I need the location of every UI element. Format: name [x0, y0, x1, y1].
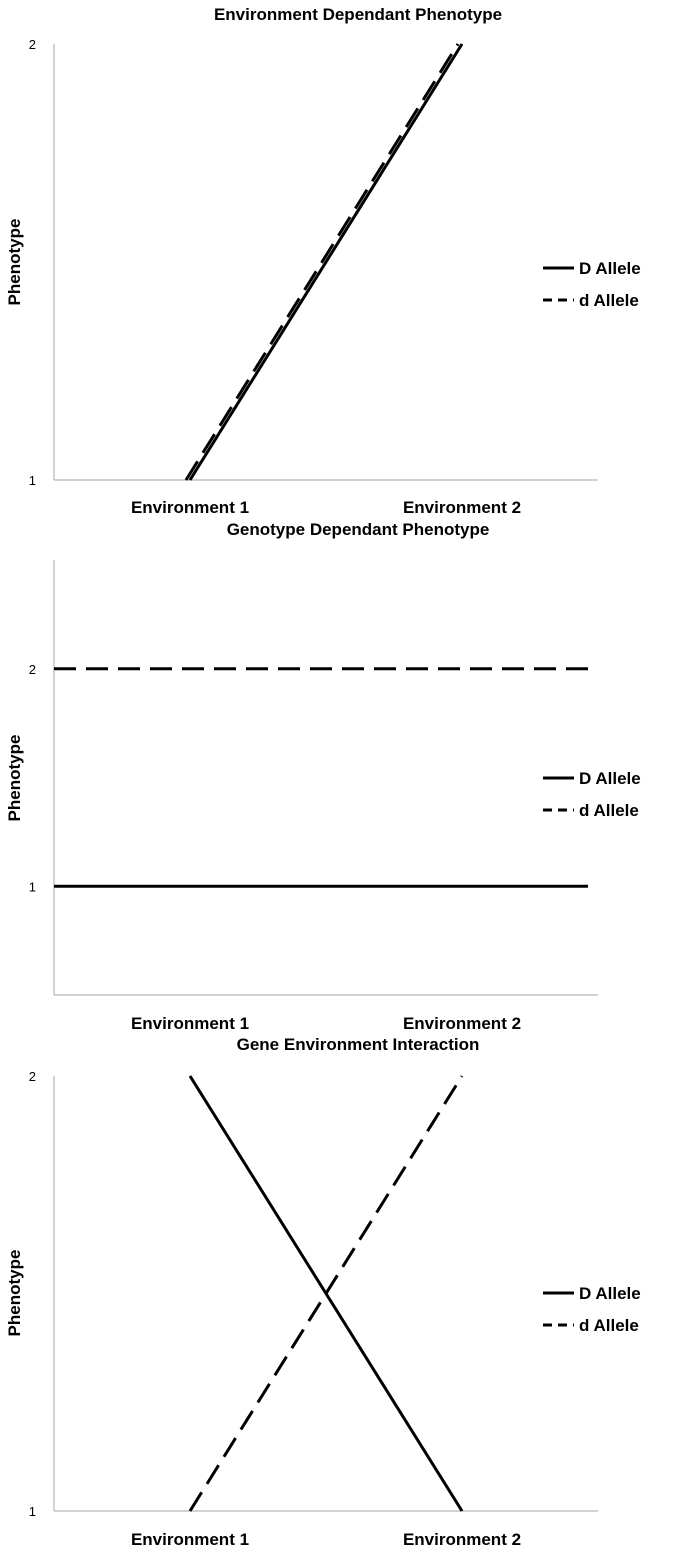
y-tick-label: 1 — [29, 1504, 36, 1519]
y-tick-label: 2 — [29, 37, 36, 52]
series-line-d-allele — [188, 43, 464, 481]
chart-panel-2: Genotype Dependant Phenotype 1 2PhenotypeE… — [5, 520, 641, 1033]
legend-label: D Allele — [579, 769, 641, 788]
y-tick-label: 2 — [29, 662, 36, 677]
legend-label: d Allele — [579, 291, 639, 310]
legend-label: d Allele — [579, 1316, 639, 1335]
x-tick-label: Environment 2 — [403, 1014, 521, 1033]
chart-panel-3: Gene Environment Interaction 1 2PhenotypeE… — [5, 1035, 641, 1549]
legend-label: D Allele — [579, 259, 641, 278]
chart-panel-1: Environment Dependant Phenotype 1 2Phenoty… — [5, 5, 641, 517]
legend-label: d Allele — [579, 801, 639, 820]
x-tick-label: Environment 1 — [131, 1014, 249, 1033]
y-axis-label: Phenotype — [5, 219, 24, 306]
legend-label: D Allele — [579, 1284, 641, 1303]
x-tick-label: Environment 2 — [403, 498, 521, 517]
series-line-d-allele — [184, 43, 460, 481]
chart-title: Genotype Dependant Phenotype — [227, 520, 490, 539]
y-axis-label: Phenotype — [5, 735, 24, 822]
x-tick-label: Environment 1 — [131, 1530, 249, 1549]
x-tick-label: Environment 1 — [131, 498, 249, 517]
chart-title: Gene Environment Interaction — [237, 1035, 480, 1054]
y-tick-label: 2 — [29, 1069, 36, 1084]
y-tick-label: 1 — [29, 473, 36, 488]
y-tick-label: 1 — [29, 879, 36, 894]
chart-title: Environment Dependant Phenotype — [214, 5, 502, 24]
x-tick-label: Environment 2 — [403, 1530, 521, 1549]
y-axis-label: Phenotype — [5, 1250, 24, 1337]
series-line-d-allele — [188, 1075, 464, 1512]
